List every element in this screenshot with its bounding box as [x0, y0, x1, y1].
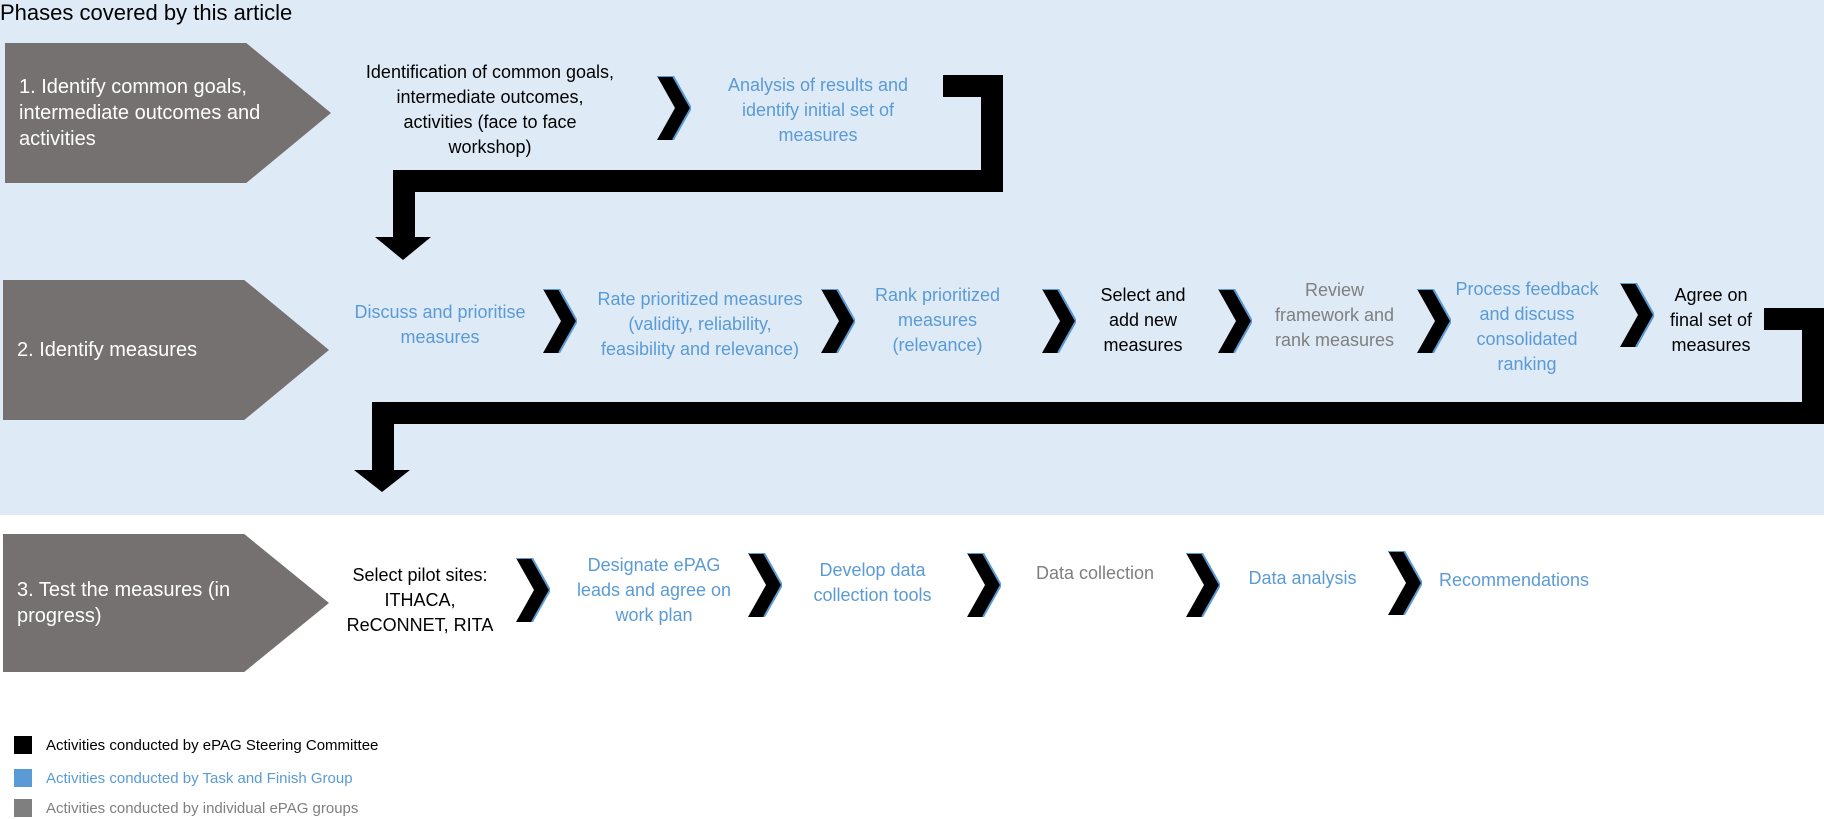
- step-3-1: Select pilot sites: ITHACA, ReCONNET, RI…: [340, 560, 500, 640]
- phases-background-band: [0, 0, 1824, 515]
- step-2-2: Rate prioritized measures (validity, rel…: [590, 272, 810, 376]
- chevron-right-icon: [1186, 553, 1220, 617]
- chevron-right-icon: [1042, 289, 1076, 353]
- step-3-2: Designate ePAG leads and agree on work p…: [573, 550, 735, 630]
- legend-swatch-grey: [14, 799, 32, 817]
- step-3-4-text: Data collection: [1035, 562, 1155, 583]
- step-2-7: Agree on final set of measures: [1660, 280, 1762, 360]
- step-2-5-text: Review framework and rank measures: [1274, 279, 1395, 350]
- chevron-right-icon: [1388, 551, 1422, 615]
- diagram-title: Phases covered by this article: [0, 0, 293, 25]
- chevron-right-icon: [1218, 289, 1252, 353]
- chevron-right-icon: [748, 553, 782, 617]
- chevron-right-icon: [516, 558, 550, 622]
- step-2-7-text: Agree on final set of measures: [1669, 284, 1753, 355]
- step-1-2: Analysis of results and identify initial…: [708, 70, 928, 150]
- legend-item-steering: Activities conducted by ePAG Steering Co…: [14, 736, 378, 754]
- step-3-3: Develop data collection tools: [795, 553, 950, 613]
- legend-item-task-finish: Activities conducted by Task and Finish …: [14, 769, 353, 787]
- step-3-4: Data collection: [1020, 558, 1170, 588]
- step-1-1: Identification of common goals, intermed…: [365, 55, 615, 165]
- step-2-1-text: Discuss and prioritise measures: [354, 302, 526, 347]
- chevron-right-icon: [657, 76, 691, 140]
- chevron-right-icon: [967, 553, 1001, 617]
- legend-label-steering: Activities conducted by ePAG Steering Co…: [46, 736, 379, 754]
- step-3-5: Data analysis: [1235, 563, 1370, 593]
- step-2-2-text: Rate prioritized measures (validity, rel…: [597, 288, 803, 359]
- phase-3-label: 3. Test the measures (in progress): [17, 579, 231, 627]
- chevron-right-icon: [1417, 289, 1451, 353]
- step-2-4: Select and add new measures: [1083, 280, 1203, 360]
- legend-label-task-finish: Activities conducted by Task and Finish …: [46, 769, 353, 787]
- step-1-2-text: Analysis of results and identify initial…: [727, 74, 909, 145]
- chevron-right-icon: [543, 289, 577, 353]
- step-3-6-text: Recommendations: [1438, 569, 1590, 590]
- step-2-4-text: Select and add new measures: [1100, 284, 1186, 355]
- legend-swatch-black: [14, 736, 32, 754]
- step-2-6: Process feedback and discuss consolidate…: [1447, 275, 1607, 379]
- chevron-right-icon: [821, 289, 855, 353]
- chevron-right-icon: [1620, 283, 1654, 347]
- legend-item-individual: Activities conducted by individual ePAG …: [14, 799, 358, 817]
- step-3-6: Recommendations: [1428, 565, 1600, 595]
- step-2-3-text: Rank prioritized measures (relevance): [874, 284, 1001, 355]
- step-1-1-text: Identification of common goals, intermed…: [365, 62, 615, 157]
- step-2-1: Discuss and prioritise measures: [350, 295, 530, 355]
- step-3-2-text: Designate ePAG leads and agree on work p…: [576, 554, 732, 625]
- legend-label-individual: Activities conducted by individual ePAG …: [46, 799, 359, 817]
- step-2-6-text: Process feedback and discuss consolidate…: [1455, 279, 1599, 374]
- step-3-5-text: Data analysis: [1248, 567, 1357, 588]
- phase-2-label: 2. Identify measures: [17, 339, 198, 361]
- step-2-3: Rank prioritized measures (relevance): [865, 280, 1010, 360]
- legend-swatch-blue: [14, 769, 32, 787]
- step-3-3-text: Develop data collection tools: [813, 560, 932, 605]
- step-3-1-text: Select pilot sites: ITHACA, ReCONNET, RI…: [346, 564, 494, 635]
- step-2-5: Review framework and rank measures: [1262, 275, 1407, 355]
- phase-1-label: 1. Identify common goals, intermediate o…: [19, 76, 261, 150]
